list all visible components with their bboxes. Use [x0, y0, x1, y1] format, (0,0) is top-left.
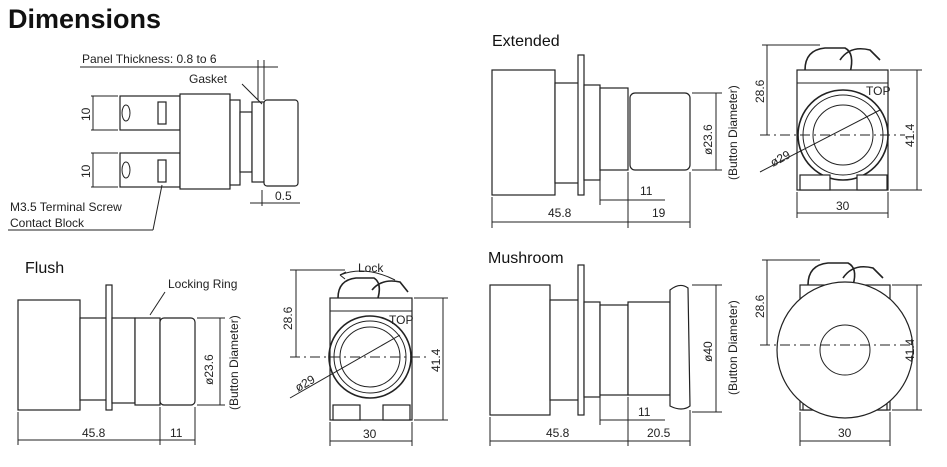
- flush-ring-length: 11: [170, 426, 183, 440]
- dim-top-label: 10: [79, 107, 93, 121]
- dim-bottom-label: 10: [79, 164, 93, 178]
- flush-button-diameter: ø23.6: [202, 354, 216, 385]
- mushroom-button-diameter: ø40: [701, 341, 715, 362]
- extended-front-drawing: [759, 44, 922, 218]
- extended-height-top: 28.6: [753, 79, 767, 103]
- gasket-gap-label: 0.5: [275, 189, 292, 203]
- extended-button-diameter: ø23.6: [701, 124, 715, 155]
- mushroom-height-top: 28.6: [753, 294, 767, 318]
- side-view-drawing: [8, 60, 300, 231]
- extended-ring-diameter: ø29: [768, 147, 793, 169]
- extended-height: 41.4: [903, 123, 917, 147]
- extended-top-marking: TOP: [866, 84, 890, 98]
- locking-ring-label: Locking Ring: [168, 277, 237, 291]
- terminal-screw-label: M3.5 Terminal Screw: [10, 200, 122, 214]
- extended-button-diameter-note: (Button Diameter): [726, 85, 740, 180]
- mushroom-height: 41.4: [903, 338, 917, 362]
- flush-width: 30: [363, 427, 377, 441]
- flush-heading: Flush: [25, 260, 64, 277]
- mushroom-side-drawing: [489, 264, 722, 446]
- flush-side-drawing: [17, 284, 225, 445]
- mushroom-ring-length: 11: [638, 405, 651, 419]
- mushroom-front-drawing: [760, 259, 922, 446]
- flush-front-drawing: [289, 269, 448, 446]
- lock-label: Lock: [358, 261, 384, 275]
- mushroom-button-diameter-note: (Button Diameter): [726, 300, 740, 395]
- flush-height: 41.4: [429, 348, 443, 372]
- extended-heading: Extended: [492, 33, 560, 50]
- extended-body-length: 45.8: [548, 206, 572, 220]
- contact-block-label: Contact Block: [10, 216, 85, 230]
- panel-thickness-label: Panel Thickness: 0.8 to 6: [82, 52, 217, 66]
- flush-height-top: 28.6: [281, 306, 295, 330]
- mushroom-heading: Mushroom: [488, 250, 564, 267]
- flush-top-marking: TOP: [389, 313, 413, 327]
- page-title: Dimensions: [8, 4, 161, 34]
- mushroom-width: 30: [838, 426, 852, 440]
- extended-button-length: 19: [652, 206, 666, 220]
- gasket-label: Gasket: [189, 72, 228, 86]
- mushroom-body-length: 45.8: [546, 426, 570, 440]
- extended-side-drawing: [491, 54, 722, 228]
- mushroom-button-length: 20.5: [647, 426, 671, 440]
- flush-body-length: 45.8: [82, 426, 106, 440]
- extended-width: 30: [836, 199, 850, 213]
- flush-button-diameter-note: (Button Diameter): [227, 315, 241, 410]
- extended-ring-length: 11: [640, 184, 653, 198]
- flush-ring-diameter: ø29: [293, 372, 318, 395]
